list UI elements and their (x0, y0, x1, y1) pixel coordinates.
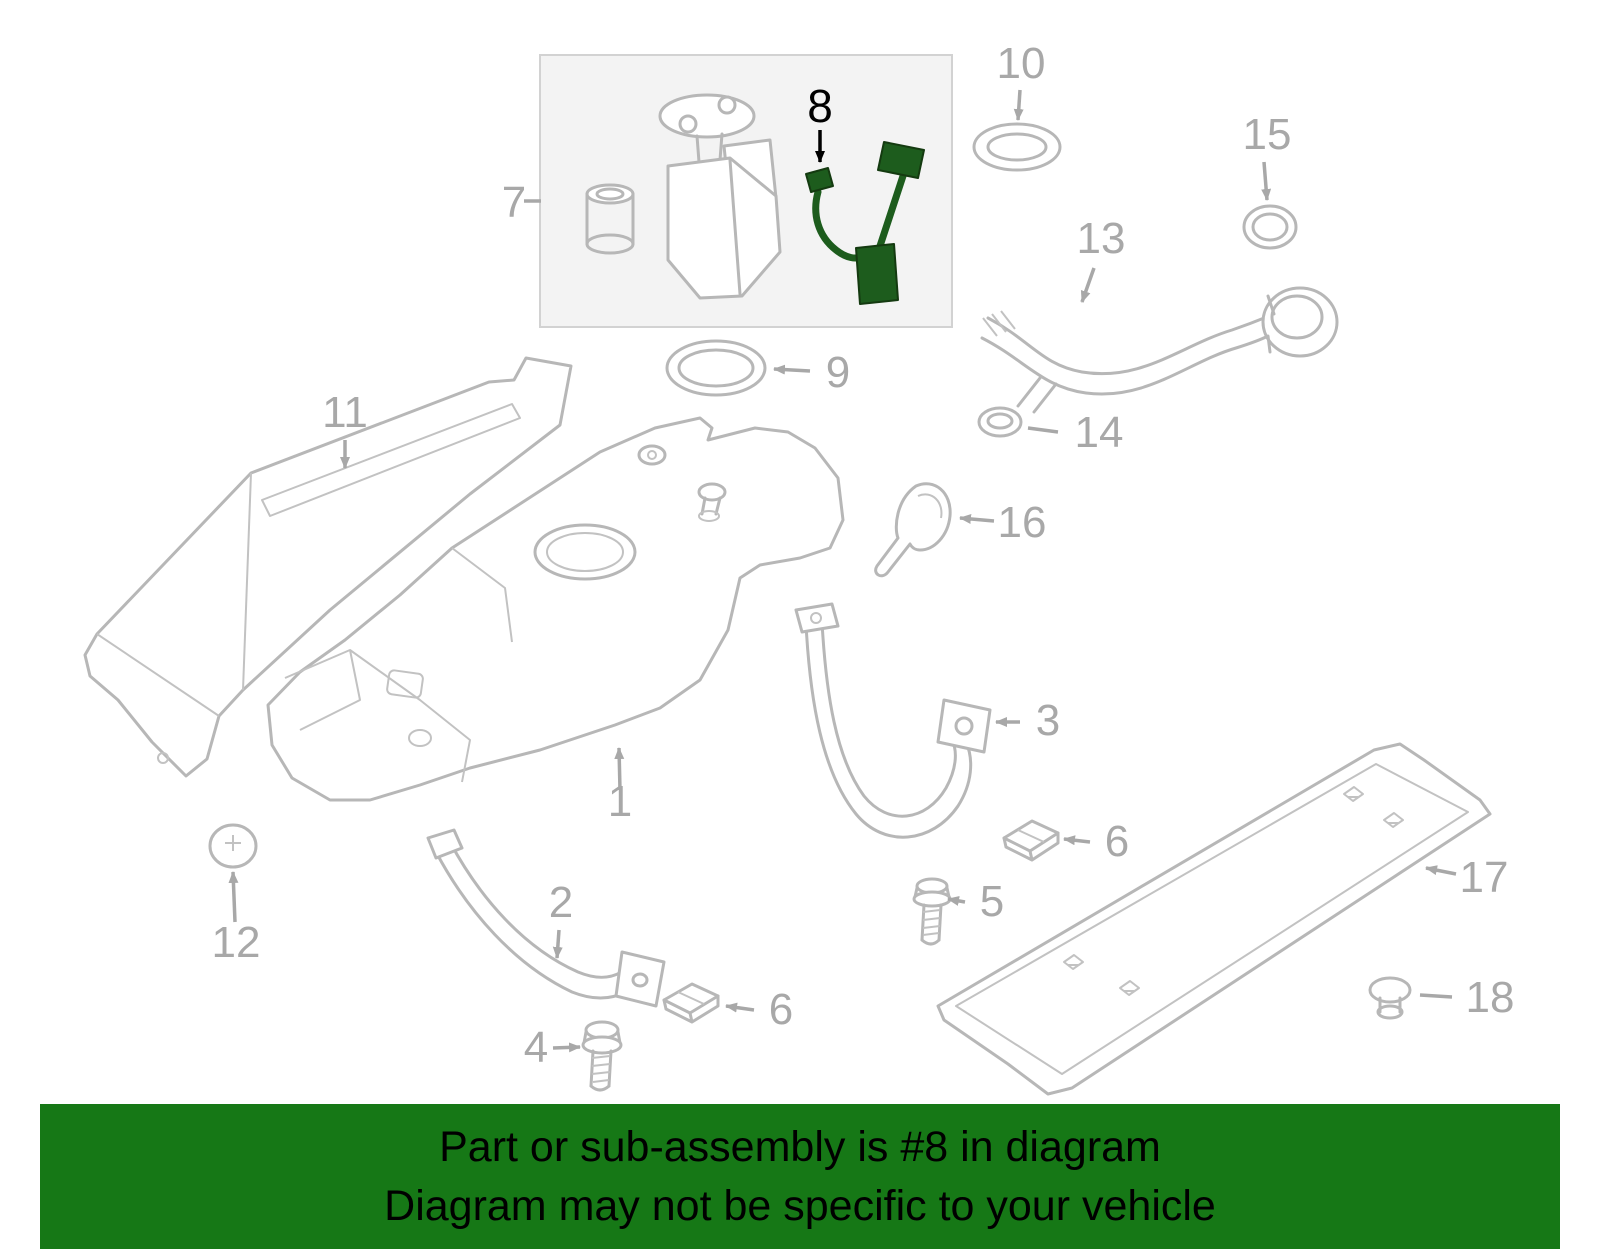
callout-4: 4 (524, 1023, 548, 1072)
part4-bolt (581, 1020, 623, 1092)
callout-8-highlighted: 8 (807, 80, 833, 132)
part6-clip-left (662, 982, 720, 1024)
part10-gasket (972, 122, 1062, 172)
part6-clip-right (1002, 819, 1060, 862)
callout-14: 14 (1075, 408, 1124, 457)
part12-cap (208, 823, 258, 869)
notice-banner: Part or sub-assembly is #8 in diagram Di… (40, 1104, 1560, 1249)
callout-18: 18 (1466, 973, 1515, 1022)
part18-push-nut (1368, 976, 1412, 1020)
callout-13: 13 (1077, 214, 1126, 263)
callout-12: 12 (212, 918, 261, 967)
callout-2: 2 (549, 878, 573, 927)
callout-arrows (228, 89, 1457, 1053)
part17-skid-plate (936, 742, 1492, 1096)
notice-banner-line2: Diagram may not be specific to your vehi… (384, 1181, 1216, 1230)
part14-grommet (977, 406, 1023, 438)
callout-1: 1 (608, 777, 632, 826)
callout-6-left: 6 (769, 985, 793, 1034)
callout-16: 16 (998, 498, 1047, 547)
callout-11: 11 (322, 388, 368, 437)
callout-5: 5 (980, 877, 1004, 926)
part1-fuel-tank (266, 416, 845, 802)
callout-numbers: 1 2 3 4 5 6 6 7 8 9 10 11 12 13 14 15 16… (212, 39, 1515, 1072)
part16-funnel (874, 482, 952, 578)
fuel-pump-module (585, 93, 782, 300)
part13-filler-pipe (980, 286, 1339, 414)
notice-banner-line1: Part or sub-assembly is #8 in diagram (439, 1123, 1161, 1172)
part11-heat-shield (83, 356, 573, 778)
part15-seal-ring (1242, 204, 1298, 250)
callout-9: 9 (826, 348, 850, 397)
callout-10: 10 (997, 39, 1046, 88)
callout-6-right: 6 (1105, 817, 1129, 866)
callout-15: 15 (1243, 110, 1292, 159)
callout-17: 17 (1460, 853, 1509, 902)
part3-rear-strap (794, 602, 992, 839)
part8-fuel-level-sender-highlighted (805, 141, 925, 305)
part9-lock-ring (665, 339, 767, 397)
part2-front-strap (426, 828, 666, 1008)
part5-bolt (912, 877, 952, 946)
callout-7: 7 (502, 178, 526, 227)
callout-3: 3 (1036, 696, 1060, 745)
